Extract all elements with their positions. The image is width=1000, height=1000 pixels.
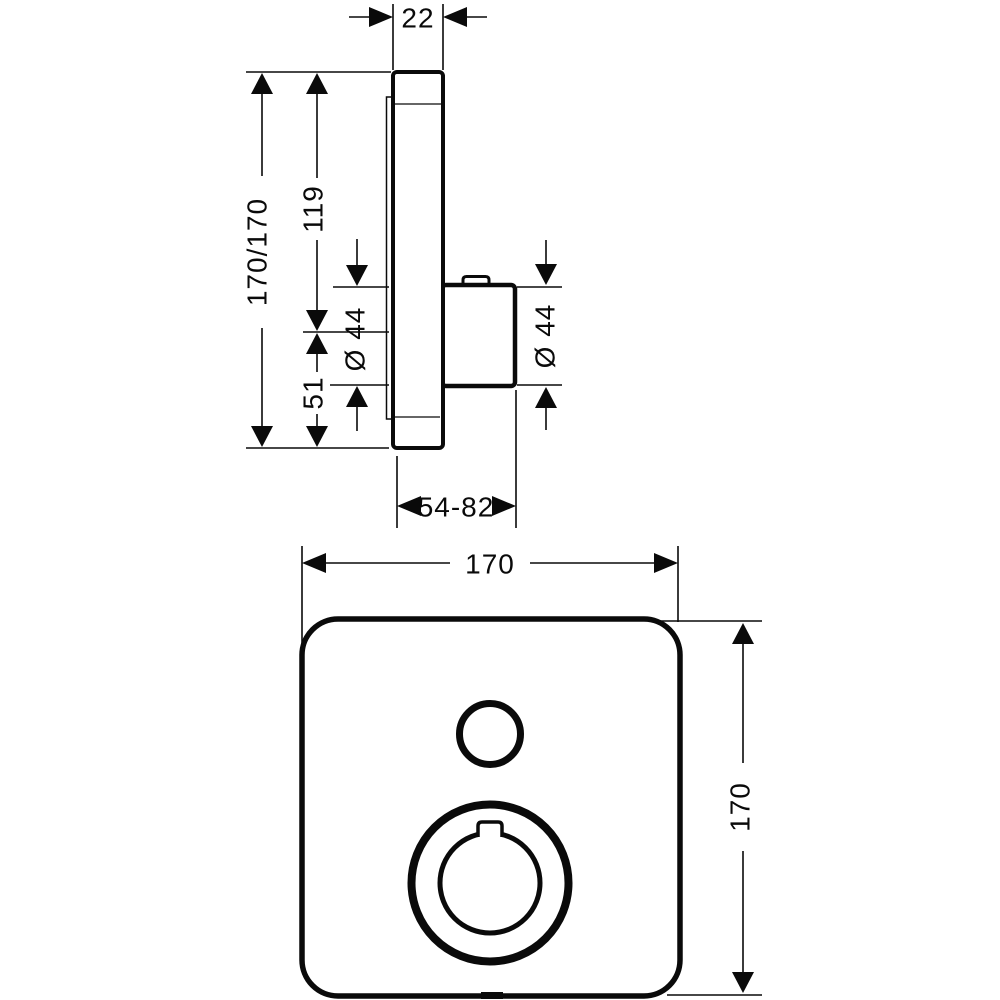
valve-cartridge-side <box>439 282 518 389</box>
dim-installation-depth-label: 54-82 <box>418 492 495 523</box>
dim-arrow-right-icon <box>369 7 393 27</box>
knob-index-tab <box>476 820 504 837</box>
dim-arrow-left-icon <box>302 553 326 573</box>
dim-arrow-up-icon <box>306 333 328 354</box>
dim-arrow-right-icon <box>492 496 516 516</box>
dim-arrow-up-icon <box>306 73 328 94</box>
side-view: 22 170/170 119 51 <box>242 3 562 528</box>
dim-arrow-down-icon <box>306 426 328 447</box>
dim-arrow-down-icon <box>732 972 754 993</box>
dim-arrow-up-icon <box>251 73 273 94</box>
select-button <box>456 700 524 768</box>
dim-valve-center-to-bottom-label: 51 <box>298 376 329 409</box>
dim-plate-depth: 22 <box>349 3 487 70</box>
escutcheon-plate-side <box>391 70 445 450</box>
dim-arrow-down-icon <box>251 426 273 447</box>
dim-valve-center-to-bottom: 51 <box>298 333 329 447</box>
dim-plate-height-front-label: 170 <box>725 782 756 832</box>
plate-bottom-notch <box>481 992 503 999</box>
dim-plate-width-label: 170 <box>465 549 515 580</box>
dim-arrow-down-icon <box>346 265 368 286</box>
thermostat-knob-grip <box>437 830 543 936</box>
dim-valve-diameter-right: Ø 44 <box>517 240 562 430</box>
dim-top-to-valve-center: 119 <box>298 73 329 331</box>
dim-arrow-up-icon <box>346 386 368 407</box>
dim-plate-width: 170 <box>301 546 679 651</box>
front-view: 170 170 <box>299 546 762 999</box>
dim-plate-depth-label: 22 <box>401 3 434 34</box>
dim-plate-height-side-label: 170/170 <box>242 198 273 306</box>
dim-plate-height-side: 170/170 <box>242 73 273 447</box>
dim-plate-height-front: 170 <box>655 620 762 996</box>
dim-valve-diameter-right-label: Ø 44 <box>530 304 561 369</box>
dim-valve-diameter-left: Ø 44 <box>330 239 389 431</box>
dim-arrow-down-icon <box>306 310 328 331</box>
dim-arrow-up-icon <box>732 623 754 644</box>
dim-arrow-left-icon <box>397 496 421 516</box>
dim-valve-diameter-left-label: Ø 44 <box>340 307 371 372</box>
dim-arrow-left-icon <box>443 7 467 27</box>
dim-arrow-down-icon <box>535 264 557 285</box>
dim-top-to-valve-center-label: 119 <box>298 185 329 233</box>
dim-installation-depth: 54-82 <box>396 390 517 528</box>
dim-arrow-up-icon <box>535 387 557 408</box>
dim-arrow-right-icon <box>654 553 678 573</box>
